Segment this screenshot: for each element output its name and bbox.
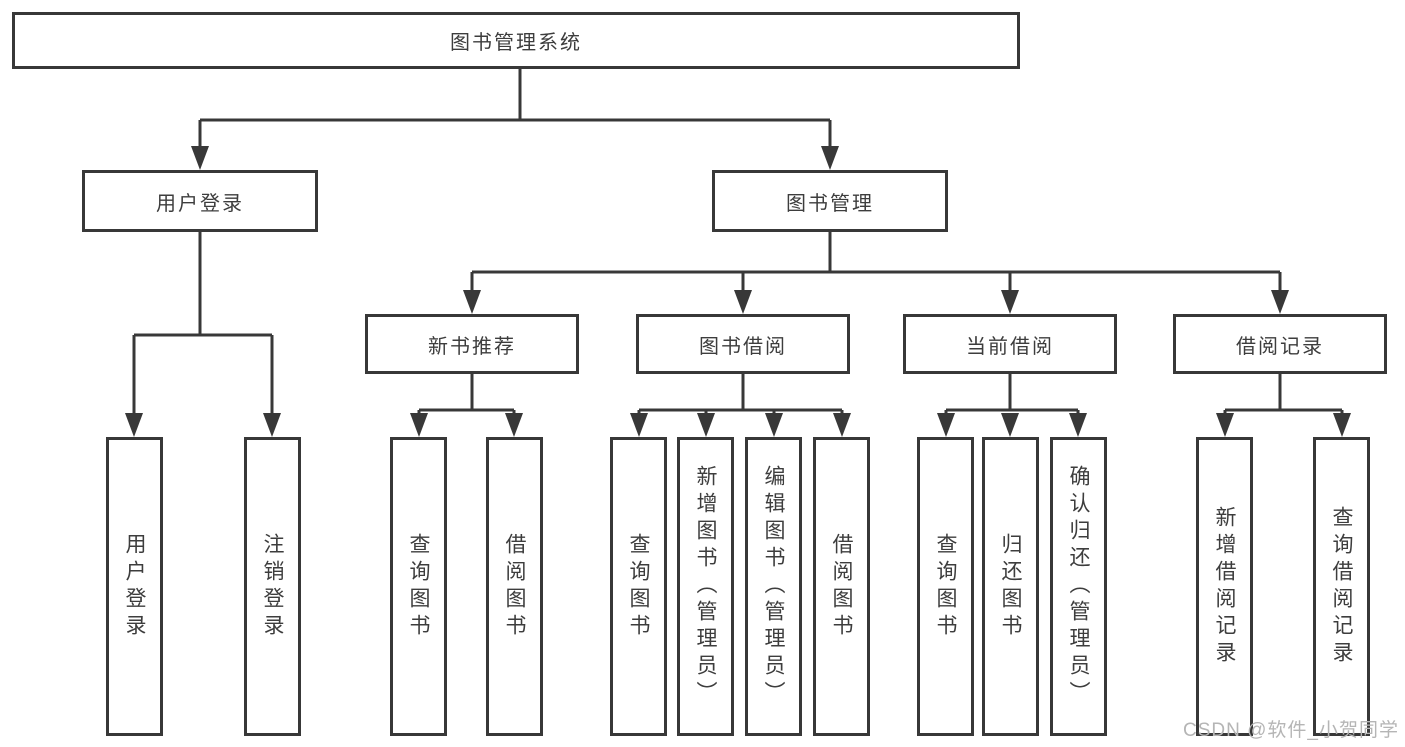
leaf-edit-book-admin: 编辑图书（管理员） — [745, 437, 802, 736]
node-borrowing-records: 借阅记录 — [1173, 314, 1387, 374]
leaf-add-borrow-record: 新增借阅记录 — [1196, 437, 1253, 736]
leaf-label: 新增图书（管理员） — [694, 465, 717, 708]
leaf-borrow-books-borrowing: 借阅图书 — [813, 437, 870, 736]
leaf-label: 归还图书 — [999, 532, 1022, 641]
leaf-label: 查询图书 — [407, 532, 430, 641]
node-book-borrowing: 图书借阅 — [636, 314, 850, 374]
node-label: 图书管理系统 — [450, 32, 582, 54]
leaf-label: 编辑图书（管理员） — [762, 465, 785, 708]
node-new-book-recommendation: 新书推荐 — [365, 314, 579, 374]
node-label: 当前借阅 — [966, 335, 1054, 358]
node-label: 图书借阅 — [699, 335, 787, 358]
leaf-add-book-admin: 新增图书（管理员） — [677, 437, 734, 736]
node-label: 新书推荐 — [428, 335, 516, 358]
leaf-label: 查询图书 — [934, 532, 957, 641]
leaf-label: 用户登录 — [123, 532, 146, 641]
node-library-management-system: 图书管理系统 — [12, 12, 1020, 69]
leaf-label: 借阅图书 — [503, 532, 526, 641]
leaf-label: 查询图书 — [627, 532, 650, 641]
leaf-label: 查询借阅记录 — [1330, 505, 1353, 668]
leaf-query-books-recommend: 查询图书 — [390, 437, 447, 736]
leaf-query-books-current: 查询图书 — [917, 437, 974, 736]
leaf-borrow-books-recommend: 借阅图书 — [486, 437, 543, 736]
leaf-label: 注销登录 — [261, 532, 284, 641]
node-current-borrowing: 当前借阅 — [903, 314, 1117, 374]
node-user-login: 用户登录 — [82, 170, 318, 232]
leaf-user-login: 用户登录 — [106, 437, 163, 736]
node-label: 借阅记录 — [1236, 335, 1324, 358]
csdn-watermark: CSDN @软件_小贺同学 — [1183, 720, 1399, 741]
leaf-label: 新增借阅记录 — [1213, 505, 1236, 668]
node-book-management: 图书管理 — [712, 170, 948, 232]
leaf-query-books-borrowing: 查询图书 — [610, 437, 667, 736]
leaf-label: 确认归还（管理员） — [1067, 465, 1090, 708]
leaf-label: 借阅图书 — [830, 532, 853, 641]
node-label: 图书管理 — [786, 192, 874, 215]
leaf-query-borrow-record: 查询借阅记录 — [1313, 437, 1370, 736]
node-label: 用户登录 — [156, 192, 244, 215]
leaf-confirm-return-admin: 确认归还（管理员） — [1050, 437, 1107, 736]
leaf-return-book: 归还图书 — [982, 437, 1039, 736]
leaf-logout: 注销登录 — [244, 437, 301, 736]
